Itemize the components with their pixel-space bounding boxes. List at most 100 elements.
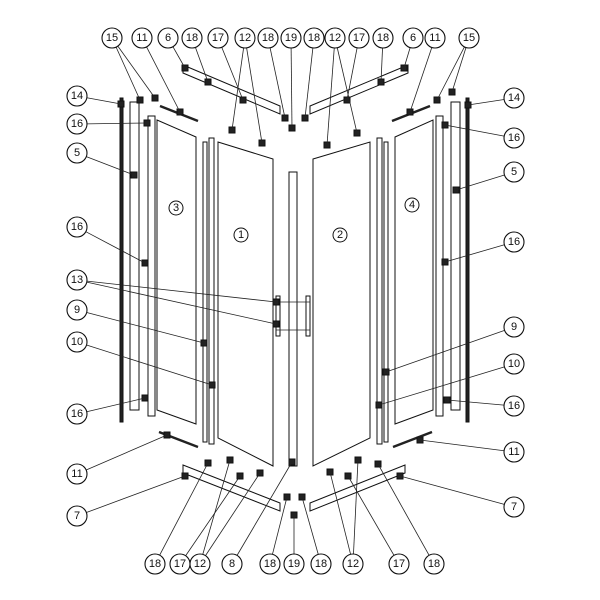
profile-panel4-right xyxy=(435,115,444,417)
leader-line xyxy=(86,122,148,125)
callout-top-19: 19 xyxy=(280,27,302,49)
callout-left-16: 16 xyxy=(66,113,88,135)
callout-number: 16 xyxy=(508,400,520,412)
leader-line xyxy=(304,47,314,119)
glass-panel-4 xyxy=(394,119,434,425)
leader-line xyxy=(272,496,288,555)
leader-line xyxy=(159,462,209,556)
callout-number: 5 xyxy=(74,147,80,159)
callout-top-12: 12 xyxy=(324,27,346,49)
leader-line xyxy=(86,281,277,325)
callout-right-7: 7 xyxy=(503,496,525,518)
callout-number: 19 xyxy=(285,32,297,44)
callout-bottom-18: 18 xyxy=(259,553,281,575)
callout-left-14: 14 xyxy=(66,85,88,107)
center-post-8 xyxy=(288,171,298,467)
leader-line xyxy=(329,471,351,555)
callout-number: 5 xyxy=(511,166,517,178)
leader-line xyxy=(346,47,358,101)
callout-number: 18 xyxy=(377,32,389,44)
leader-line xyxy=(231,47,244,131)
leader-line xyxy=(451,47,467,93)
callout-number: 11 xyxy=(71,468,82,480)
callout-right-11: 11 xyxy=(503,441,525,463)
callout-right-14: 14 xyxy=(503,87,525,109)
callout-number: 15 xyxy=(106,32,118,44)
callout-bottom-17: 17 xyxy=(388,553,410,575)
callout-number: 9 xyxy=(511,321,517,333)
callout-right-16: 16 xyxy=(503,127,525,149)
callout-top-6: 6 xyxy=(402,27,424,49)
handle-left xyxy=(275,295,281,337)
callout-number: 13 xyxy=(71,274,83,286)
profile-5-right xyxy=(450,101,461,411)
callout-left-7: 7 xyxy=(66,505,88,527)
callout-bottom-17: 17 xyxy=(169,553,191,575)
callout-number: 16 xyxy=(71,221,83,233)
callout-bottom-18: 18 xyxy=(310,553,332,575)
callout-right-16: 16 xyxy=(503,231,525,253)
leader-line xyxy=(446,399,505,406)
callout-top-18: 18 xyxy=(303,27,325,49)
leader-line xyxy=(377,463,430,556)
callout-number: 8 xyxy=(229,558,235,570)
callout-number: 6 xyxy=(165,32,171,44)
callout-number: 11 xyxy=(136,32,147,44)
parts-layer: 1 2 3 4 xyxy=(117,64,472,519)
callout-top-17: 17 xyxy=(348,27,370,49)
callout-number: 18 xyxy=(186,32,198,44)
callout-top-15: 15 xyxy=(458,27,480,49)
callout-left-16: 16 xyxy=(66,403,88,425)
leader-line xyxy=(467,99,505,106)
callout-bottom-18: 18 xyxy=(144,553,166,575)
leader-line xyxy=(86,434,168,471)
leader-line xyxy=(117,45,156,99)
callout-number: 12 xyxy=(329,32,341,44)
leader-line xyxy=(86,397,146,413)
callout-left-13: 13 xyxy=(66,269,88,291)
leader-line xyxy=(269,47,286,119)
leader-line xyxy=(172,46,186,69)
leader-line xyxy=(86,344,213,386)
wall-profile-right xyxy=(465,97,470,423)
callout-number: 18 xyxy=(428,558,440,570)
leader-line xyxy=(444,244,505,263)
callout-number: 10 xyxy=(508,358,520,370)
callout-bottom-18: 18 xyxy=(423,553,445,575)
callout-right-16: 16 xyxy=(503,395,525,417)
strip-11-bottom-right xyxy=(392,430,433,449)
panel-label-1: 1 xyxy=(233,227,249,243)
leader-line xyxy=(419,439,505,452)
panel-label-3: 3 xyxy=(168,200,184,216)
callout-right-10: 10 xyxy=(503,353,525,375)
callout-top-11: 11 xyxy=(424,27,446,49)
leader-line xyxy=(455,174,505,191)
leader-line xyxy=(380,47,383,83)
callout-right-5: 5 xyxy=(503,161,525,183)
leader-line xyxy=(436,46,465,101)
callout-number: 17 xyxy=(353,32,365,44)
callout-bottom-12: 12 xyxy=(342,553,364,575)
leader-line xyxy=(86,97,122,105)
leader-line xyxy=(86,156,135,176)
callout-top-6: 6 xyxy=(157,27,179,49)
wall-profile-left xyxy=(119,97,124,423)
leader-line xyxy=(246,47,263,144)
panel-label-2: 2 xyxy=(332,227,348,243)
leader-line xyxy=(146,46,181,113)
seal-9-right xyxy=(383,141,389,443)
leader-line xyxy=(205,472,261,556)
svg-text:2: 2 xyxy=(337,229,343,241)
panel-label-4: 4 xyxy=(404,197,420,213)
callout-number: 17 xyxy=(212,32,224,44)
callout-number: 7 xyxy=(74,510,80,522)
glass-panel-2 xyxy=(312,141,371,467)
leader-line xyxy=(301,496,319,555)
seal-9-left xyxy=(202,141,208,443)
callout-number: 18 xyxy=(149,558,161,570)
callout-left-16: 16 xyxy=(66,216,88,238)
leader-line xyxy=(195,47,209,83)
callout-number: 14 xyxy=(508,92,520,104)
glass-panel-1 xyxy=(217,141,274,467)
